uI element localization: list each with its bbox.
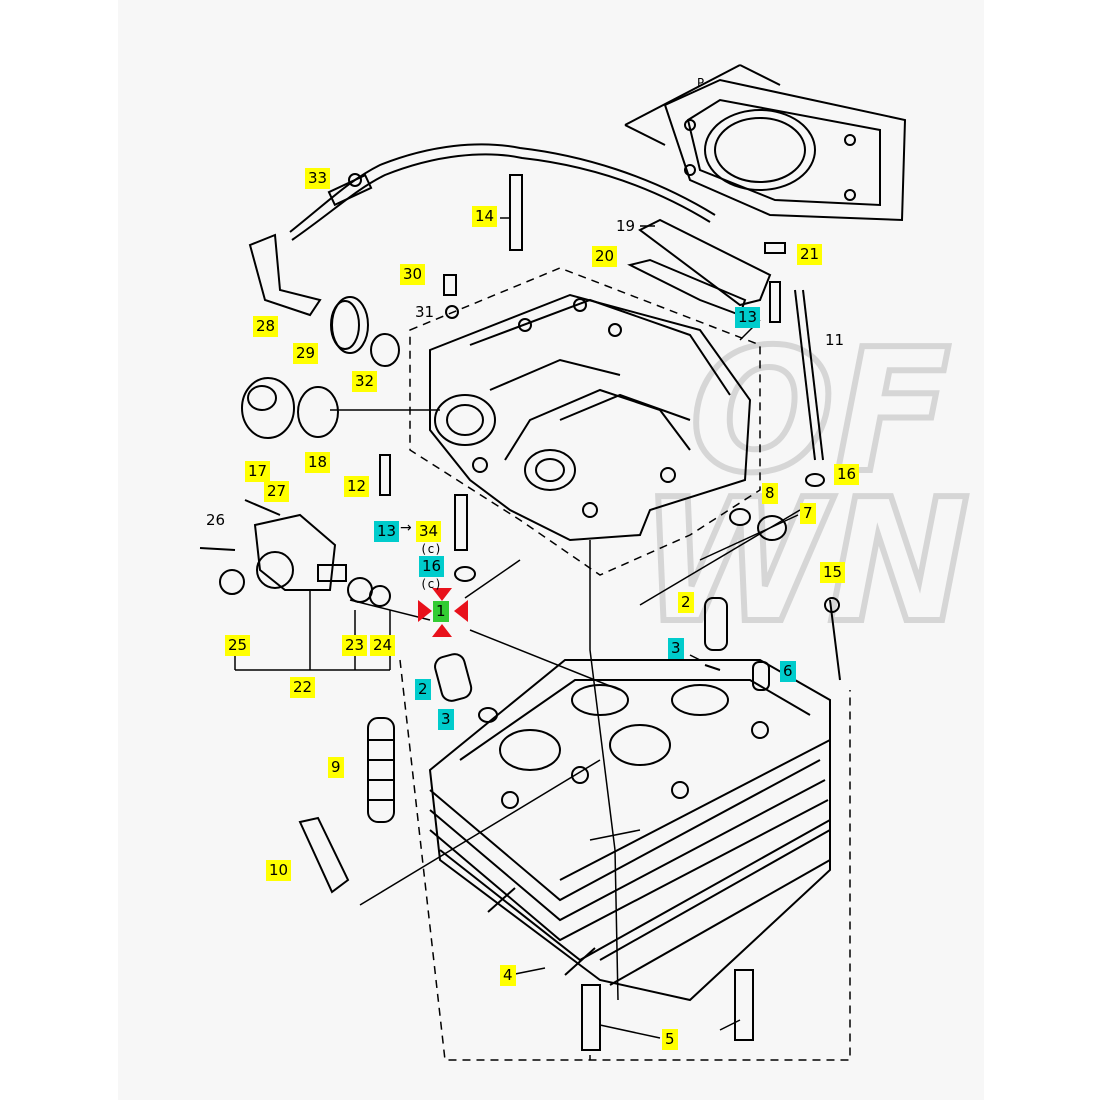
- callout-32[interactable]: 32: [352, 371, 378, 392]
- bracket-28: [248, 233, 322, 317]
- callout-5[interactable]: 5: [662, 1029, 678, 1050]
- seal-25: [219, 569, 245, 595]
- upper-dashed-outline: [409, 267, 761, 576]
- bolt-13: [769, 281, 781, 323]
- guide-2b: [434, 653, 473, 702]
- callout-16b[interactable]: 16: [419, 556, 445, 577]
- callout-6[interactable]: 6: [780, 661, 796, 682]
- callout-3b[interactable]: 3: [438, 709, 454, 730]
- leader-lines: [234, 217, 801, 1060]
- callout-29[interactable]: 29: [293, 343, 319, 364]
- callout-14[interactable]: 14: [472, 206, 498, 227]
- bolt-14: [509, 174, 523, 251]
- callout-2b[interactable]: 2: [415, 679, 431, 700]
- bolt-21: [764, 242, 786, 254]
- callout-11[interactable]: 11: [825, 331, 845, 349]
- watermark: OF WN: [637, 310, 973, 664]
- callout-13[interactable]: 13: [735, 307, 761, 328]
- sleeve-9: [367, 717, 395, 823]
- watermark-letter: WN: [640, 463, 970, 661]
- note-c-mark: (c): [420, 542, 442, 556]
- cylinder-head: [428, 659, 831, 1002]
- note-c-mark: (c): [420, 577, 442, 591]
- selection-marker: [418, 588, 468, 637]
- bolt-26: [199, 547, 236, 551]
- callout-17[interactable]: 17: [245, 461, 271, 482]
- callout-13b[interactable]: 13: [374, 521, 400, 542]
- cable: [289, 143, 716, 241]
- callout-26[interactable]: 26: [206, 511, 226, 529]
- gasket-20: [627, 258, 747, 317]
- bolt-12: [379, 454, 391, 496]
- callout-12[interactable]: 12: [344, 476, 370, 497]
- stud-4a: [487, 887, 516, 913]
- oring-18: [297, 386, 339, 438]
- callout-18[interactable]: 18: [305, 452, 331, 473]
- stud-11: [794, 289, 816, 461]
- callout-16[interactable]: 16: [834, 464, 860, 485]
- stud-4b: [564, 947, 596, 976]
- callout-27[interactable]: 27: [264, 481, 290, 502]
- housing-22: [253, 513, 337, 591]
- clip-3a: [704, 664, 721, 671]
- callout-33[interactable]: 33: [305, 168, 331, 189]
- stud-15: [829, 599, 841, 681]
- camshaft-housing: [429, 293, 752, 542]
- callout-15[interactable]: 15: [820, 562, 846, 583]
- callout-20[interactable]: 20: [592, 246, 618, 267]
- bolt-27: [244, 499, 281, 516]
- callout-8[interactable]: 8: [762, 483, 778, 504]
- head-gasket: [624, 64, 907, 222]
- seal-32: [370, 333, 400, 367]
- plug-7: [757, 515, 787, 541]
- callout-25[interactable]: 25: [225, 635, 251, 656]
- guide-2a: [704, 597, 728, 651]
- callout-1-selected[interactable]: 1: [433, 601, 449, 622]
- washer-31: [445, 305, 459, 319]
- callout-19[interactable]: 19: [616, 217, 636, 235]
- arrow-icon: →: [400, 520, 412, 536]
- bolt-30: [443, 274, 457, 296]
- callout-30[interactable]: 30: [400, 264, 426, 285]
- washer-16: [805, 473, 825, 487]
- callout-7[interactable]: 7: [800, 503, 816, 524]
- dowel-6: [752, 661, 770, 691]
- cap-17: [241, 377, 295, 439]
- stud-5a: [581, 984, 601, 1051]
- callout-9[interactable]: 9: [328, 757, 344, 778]
- callout-22[interactable]: 22: [290, 677, 316, 698]
- callout-2[interactable]: 2: [678, 592, 694, 613]
- spark-plug-10: [298, 816, 350, 894]
- watermark-letter: OF: [690, 313, 951, 511]
- stud-5b: [734, 969, 754, 1041]
- callout-21[interactable]: 21: [797, 244, 823, 265]
- callout-34[interactable]: 34: [416, 521, 442, 542]
- cover-19: [638, 218, 772, 307]
- clip-3b: [478, 707, 498, 723]
- oring-8: [729, 508, 751, 526]
- callout-28[interactable]: 28: [253, 316, 279, 337]
- callout-23[interactable]: 23: [342, 635, 368, 656]
- oring-23: [347, 577, 373, 603]
- diagram-panel: [118, 0, 984, 1100]
- washer-16b: [454, 566, 476, 582]
- callout-10[interactable]: 10: [266, 860, 292, 881]
- bolt-34: [454, 494, 468, 551]
- small-parts: [199, 174, 841, 1051]
- callout-24[interactable]: 24: [370, 635, 396, 656]
- callout-3[interactable]: 3: [668, 638, 684, 659]
- callout-31[interactable]: 31: [415, 303, 435, 321]
- callout-4[interactable]: 4: [500, 965, 516, 986]
- lower-dashed-outline: [399, 659, 851, 1061]
- gasket-dimension-label: P: [697, 76, 705, 90]
- plug-24: [369, 585, 391, 607]
